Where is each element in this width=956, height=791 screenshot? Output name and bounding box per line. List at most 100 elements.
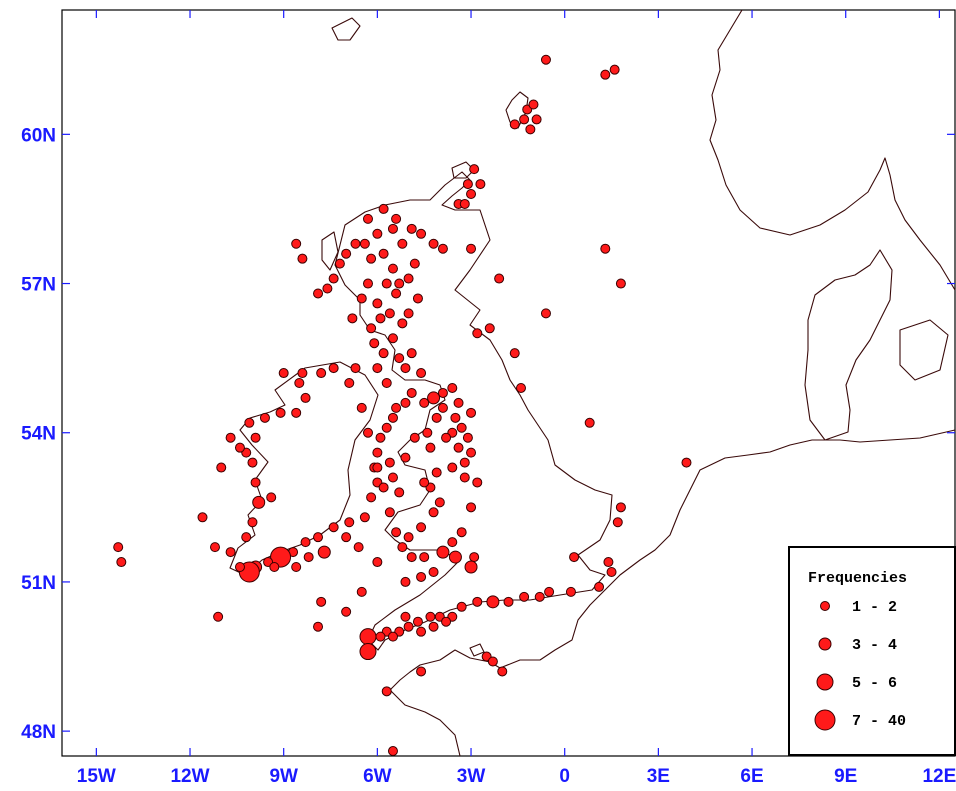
observation-marker [347,313,358,324]
observation-marker [303,552,314,563]
observation-marker [464,560,478,574]
observation-marker [313,532,324,543]
observation-marker [594,581,605,592]
observation-marker [486,595,500,609]
observation-marker [375,313,386,324]
y-tick-label: 57N [21,275,56,296]
observation-marker [394,278,405,289]
observation-marker [291,562,302,573]
legend-label: 3 - 4 [852,637,897,654]
observation-marker [406,348,417,359]
observation-marker [453,442,464,453]
observation-marker [366,253,377,264]
observation-marker [209,542,220,553]
observation-marker [494,273,505,284]
observation-marker [394,487,405,498]
observation-marker [403,621,414,632]
observation-marker [441,432,452,443]
observation-marker [403,273,414,284]
observation-marker [387,333,398,344]
observation-marker [244,417,255,428]
observation-marker [259,412,270,423]
observation-marker [419,397,430,408]
observation-marker [469,552,480,563]
observation-marker [313,621,324,632]
observation-marker [436,545,450,559]
observation-marker [406,552,417,563]
observation-marker [509,348,520,359]
observation-marker [416,626,427,637]
observation-marker [216,462,227,473]
observation-marker [434,497,445,508]
observation-marker [359,628,377,646]
observation-marker [450,412,461,423]
observation-marker [400,576,411,587]
x-tick-label: 12E [922,766,956,787]
observation-marker [466,189,477,200]
observation-marker [378,482,389,493]
observation-marker [241,532,252,543]
observation-marker [525,124,536,135]
observation-marker [412,616,423,627]
observation-marker [466,447,477,458]
observation-marker [534,591,545,602]
observation-marker [372,557,383,568]
observation-marker [387,631,398,642]
observation-marker [406,387,417,398]
observation-marker [466,243,477,254]
x-tick-label: 0 [559,766,570,787]
observation-marker [394,353,405,364]
y-tick-label: 60N [21,125,56,146]
coast-faroe [331,17,361,41]
x-tick-label: 6W [363,766,392,787]
observation-marker [472,477,483,488]
observation-marker [569,552,580,563]
observation-marker [391,288,402,299]
observation-marker [459,457,470,468]
observation-marker [448,550,462,564]
observation-marker [378,203,389,214]
observation-marker [297,253,308,264]
observation-marker [497,666,508,677]
observation-marker [387,412,398,423]
legend-marker [818,637,832,651]
observation-marker [425,611,436,622]
observation-marker [416,571,427,582]
observation-marker [366,492,377,503]
observation-marker [447,382,458,393]
observation-marker [356,402,367,413]
observation-marker [437,402,448,413]
observation-marker [372,363,383,374]
observation-marker [612,517,623,528]
observation-marker [391,213,402,224]
observation-marker [416,228,427,239]
observation-marker [437,387,448,398]
observation-marker [116,557,127,568]
observation-marker [375,432,386,443]
observation-marker [353,542,364,553]
observation-marker [378,348,389,359]
observation-marker [428,621,439,632]
observation-marker [384,308,395,319]
legend-label: 5 - 6 [852,675,897,692]
observation-marker [372,447,383,458]
observation-marker [416,666,427,677]
observation-marker [278,368,289,379]
observation-marker [247,517,258,528]
observation-marker [531,114,542,125]
observation-marker [609,64,620,75]
legend-label: 1 - 2 [852,599,897,616]
coast-channel-islands [469,643,485,657]
x-tick-label: 6E [740,766,763,787]
observation-marker [441,616,452,627]
observation-marker [528,99,539,110]
observation-marker [412,293,423,304]
observation-marker [344,378,355,388]
observation-marker [387,263,398,274]
observation-marker [300,537,311,548]
observation-marker [369,338,380,349]
observation-marker [428,507,439,518]
